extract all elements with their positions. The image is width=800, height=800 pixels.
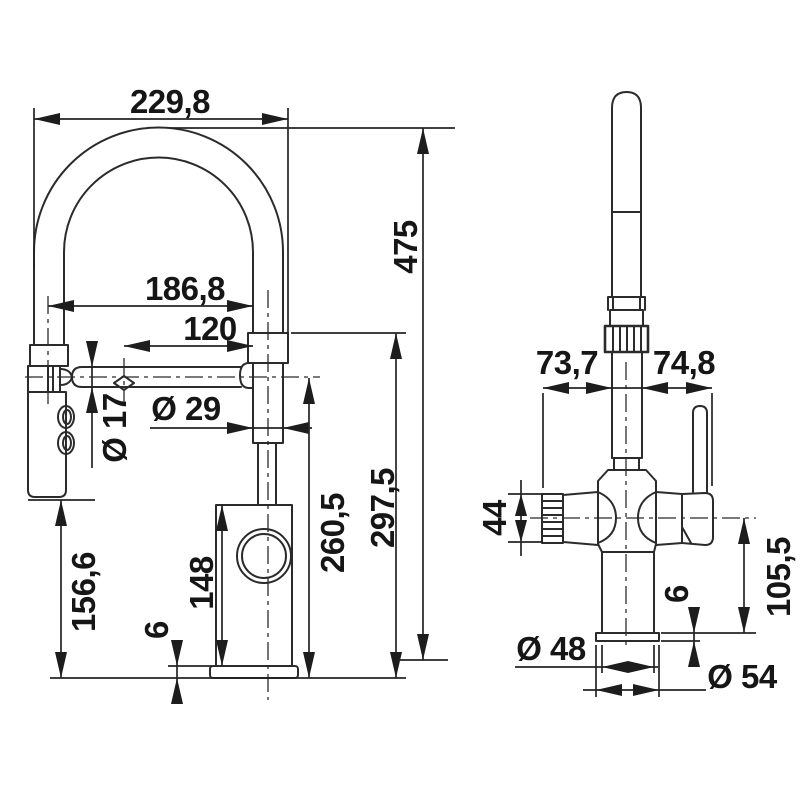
dim-outlet-distance: 120 xyxy=(124,310,253,352)
mixer-body-outline xyxy=(209,504,299,679)
dim-base-thickness-side-label: 6 xyxy=(658,585,695,603)
lever-base xyxy=(681,492,714,546)
riser-column-outline xyxy=(239,332,289,506)
spout-boss xyxy=(239,362,254,389)
dim-spray-head-clearance: 156,6 xyxy=(28,499,102,678)
dim-side-knob-height: 44 xyxy=(476,480,543,556)
dim-spout-axis-height-label: 260,5 xyxy=(314,493,351,573)
dim-front-projection-label: 73,7 xyxy=(536,344,598,381)
spray-head-body xyxy=(27,391,67,498)
wand-holder-lip xyxy=(607,296,646,311)
dim-total-width: 229,8 xyxy=(33,83,289,333)
dim-spout-reach-label: 186,8 xyxy=(145,270,225,307)
dim-body-height-label: 148 xyxy=(183,556,220,610)
dim-base-thickness-front-label: 6 xyxy=(138,621,175,639)
dim-rear-projection-label: 74,8 xyxy=(653,344,715,381)
side-centerlines xyxy=(530,362,756,645)
base-flange-side xyxy=(595,632,660,642)
base-outline xyxy=(595,551,660,642)
dim-outlet-distance-label: 120 xyxy=(183,310,237,347)
dim-side-outlet-height: 105,5 xyxy=(661,518,797,634)
dim-total-height: 475 xyxy=(170,127,455,661)
dim-hose-outlet-height: 297,5 xyxy=(291,332,406,678)
dim-base-thickness-side: 6 xyxy=(658,585,700,667)
front-centerlines xyxy=(25,290,320,700)
lever-rod xyxy=(692,405,708,493)
dim-spray-head-clearance-label: 156,6 xyxy=(65,552,102,632)
dim-total-width-label: 229,8 xyxy=(130,83,210,120)
spray-button-2 xyxy=(57,431,75,455)
dim-spout-reach: 186,8 xyxy=(48,270,253,312)
spray-head-swivel xyxy=(27,365,61,393)
dim-front-projection: 73,7 74,8 xyxy=(536,344,716,488)
riser-tube-side xyxy=(611,351,643,459)
hose-arch-outline xyxy=(33,126,284,346)
dim-side-knob-height-label: 44 xyxy=(476,499,513,536)
dim-hose-diameter-label: Ø 29 xyxy=(151,390,221,427)
front-view: 229,8 186,8 120 Ø 17 Ø 29 xyxy=(25,83,455,704)
dim-hose-diameter: Ø 29 xyxy=(150,390,312,434)
spray-head-nut xyxy=(29,344,69,367)
dim-base-flange-diameter: Ø 54 xyxy=(583,645,778,697)
spout-arm-outline xyxy=(71,366,242,391)
dim-body-height: 148 xyxy=(183,505,228,666)
dim-base-diameter-label: Ø 48 xyxy=(516,630,586,667)
dim-spout-tube-diameter: Ø 17 xyxy=(86,341,133,468)
aerator-outlet xyxy=(113,375,135,391)
dim-hose-outlet-height-label: 297,5 xyxy=(364,468,401,548)
body-cross-outline xyxy=(541,405,714,553)
spray-head-outline xyxy=(27,344,75,498)
wand-outline xyxy=(603,91,650,471)
dim-total-height-label: 475 xyxy=(387,220,424,274)
dim-base-thickness-front: 6 xyxy=(138,621,212,704)
dim-spout-tube-diameter-label: Ø 17 xyxy=(96,393,133,463)
body-joint-circle xyxy=(236,528,292,584)
base-flange-front xyxy=(209,665,299,679)
spray-button-1 xyxy=(57,405,75,429)
dim-base-flange-diameter-label: Ø 54 xyxy=(707,658,778,695)
dim-spout-axis-height: 260,5 xyxy=(303,378,351,678)
dim-side-outlet-height-label: 105,5 xyxy=(760,537,797,617)
dim-base-diameter: Ø 48 xyxy=(515,630,658,673)
wand-holder xyxy=(609,309,644,327)
side-view: 73,7 74,8 44 105,5 6 xyxy=(476,91,797,697)
